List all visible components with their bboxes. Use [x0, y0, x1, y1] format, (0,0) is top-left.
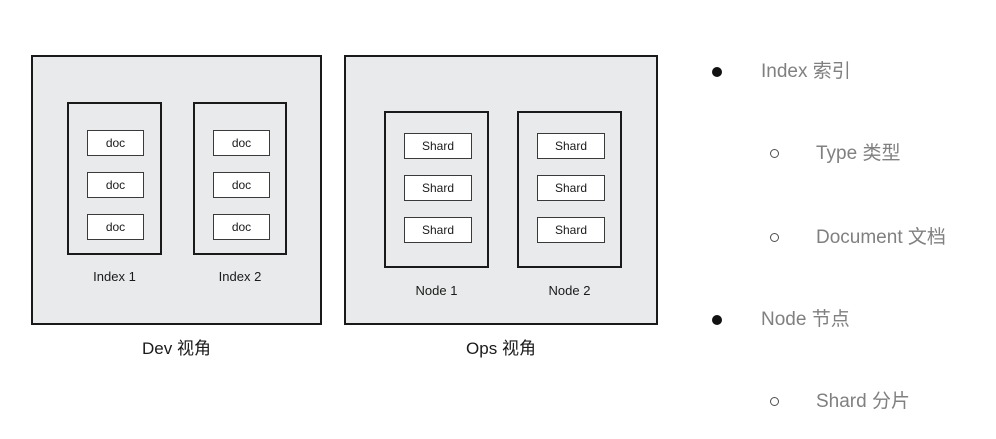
list-item-label: Index 索引 — [761, 61, 851, 82]
group-node-1: Shard Shard Shard — [384, 111, 489, 268]
list-item: Index 索引 — [712, 62, 851, 81]
doc-box: doc — [213, 172, 270, 198]
doc-box: doc — [213, 130, 270, 156]
shard-box: Shard — [537, 175, 605, 201]
group-node-2: Shard Shard Shard — [517, 111, 622, 268]
architecture-diagram: doc doc doc doc doc doc Index 1 Index 2 … — [31, 55, 658, 358]
concept-bullet-list: Index 索引 Type 类型 Document 文档 Node 节点 Sha… — [700, 40, 996, 439]
hollow-bullet-icon — [770, 149, 779, 158]
caption-ops-view: Ops 视角 — [466, 339, 536, 358]
group-index-1: doc doc doc — [67, 102, 162, 255]
list-item-label: Document 文档 — [816, 227, 946, 248]
group-index-2: doc doc doc — [193, 102, 287, 255]
doc-box: doc — [213, 214, 270, 240]
shard-box: Shard — [404, 175, 472, 201]
list-item: Node 节点 — [712, 310, 850, 329]
list-item: Document 文档 — [770, 228, 946, 247]
group-label-node-2: Node 2 — [548, 283, 591, 298]
list-item: Type 类型 — [770, 144, 900, 163]
filled-bullet-icon — [712, 314, 722, 325]
caption-dev-view: Dev 视角 — [142, 339, 211, 358]
group-label-index-2: Index 2 — [218, 269, 262, 284]
list-item-label: Shard 分片 — [816, 391, 910, 412]
panel-ops-view: Shard Shard Shard Shard Shard Shard Node… — [344, 55, 658, 325]
shard-box: Shard — [537, 217, 605, 243]
panel-dev-view: doc doc doc doc doc doc Index 1 Index 2 — [31, 55, 322, 325]
shard-box: Shard — [537, 133, 605, 159]
hollow-bullet-icon — [770, 397, 779, 406]
doc-box: doc — [87, 130, 144, 156]
group-label-node-1: Node 1 — [415, 283, 458, 298]
filled-bullet-icon — [712, 66, 722, 77]
list-item: Shard 分片 — [770, 392, 910, 411]
group-label-index-1: Index 1 — [93, 269, 136, 284]
hollow-bullet-icon — [770, 233, 779, 242]
doc-box: doc — [87, 172, 144, 198]
list-item-label: Type 类型 — [816, 143, 901, 164]
shard-box: Shard — [404, 133, 472, 159]
list-item-label: Node 节点 — [761, 309, 850, 330]
shard-box: Shard — [404, 217, 472, 243]
doc-box: doc — [87, 214, 144, 240]
